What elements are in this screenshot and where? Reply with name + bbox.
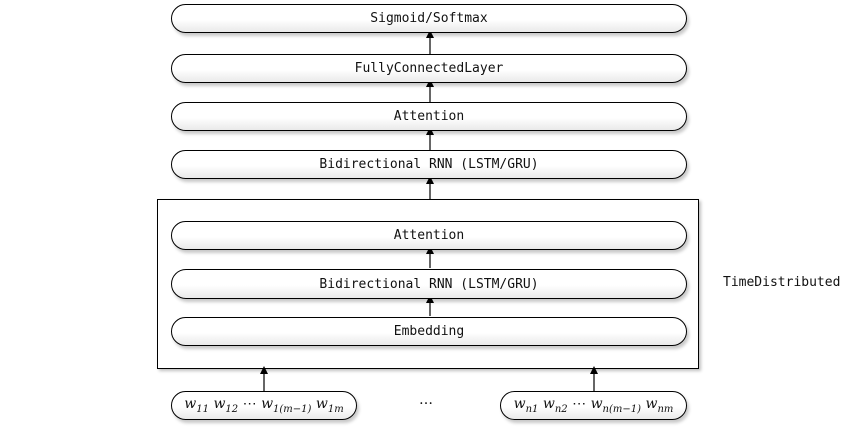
last-sentence-input: wn1 wn2 ⋯ wn(m−1) wnm [500,391,687,420]
last-sentence-words: wn1 wn2 ⋯ wn(m−1) wnm [513,396,674,415]
fully-connected-label: FullyConnectedLayer [354,61,504,76]
bidirectional-rnn-label: Bidirectional RNN (LSTM/GRU) [319,157,539,172]
first-sentence-input: w11 w12 ⋯ w1(m−1) w1m [171,391,357,420]
embedding-label: Embedding [393,324,465,339]
inner-bidirectional-rnn-label: Bidirectional RNN (LSTM/GRU) [319,276,539,292]
embedding-layer: Embedding [171,317,687,346]
inner-bidirectional-rnn-layer: Bidirectional RNN (LSTM/GRU) [171,269,687,299]
inner-attention-layer: Attention [171,221,687,250]
attention-layer: Attention [171,102,687,131]
fully-connected-layer: FullyConnectedLayer [171,54,687,83]
inner-attention-label: Attention [393,228,465,243]
bidirectional-rnn-layer: Bidirectional RNN (LSTM/GRU) [171,150,687,179]
first-sentence-words: w11 w12 ⋯ w1(m−1) w1m [184,396,344,415]
inputs-ellipsis: … [419,392,433,408]
time-distributed-label: TimeDistributed [723,275,841,290]
sigmoid-softmax-label: Sigmoid/Softmax [370,11,488,26]
sigmoid-softmax-layer: Sigmoid/Softmax [171,4,687,33]
attention-label: Attention [393,109,465,124]
